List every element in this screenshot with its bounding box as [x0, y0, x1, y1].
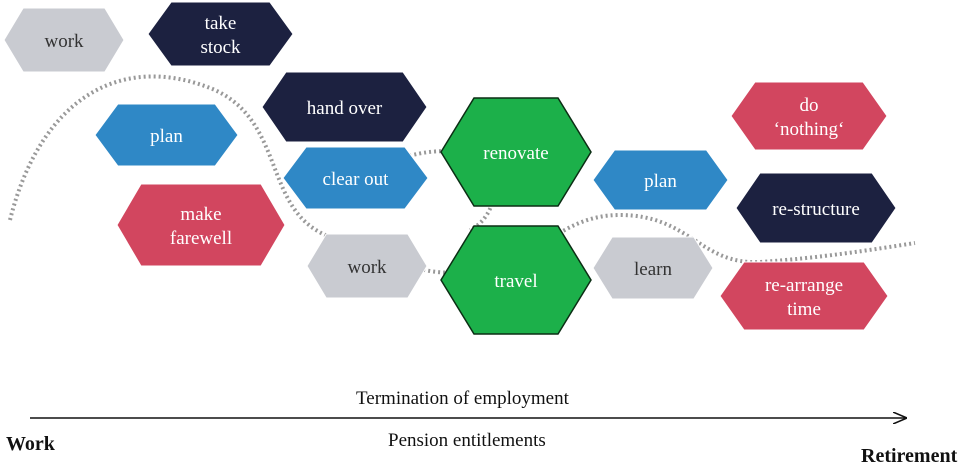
hexagon-shape-travel	[440, 225, 592, 335]
hexagon-label-hand-over: hand over	[307, 98, 383, 119]
hexagon-plan-right: plan	[592, 149, 729, 211]
hexagon-shape-do-nothing	[730, 81, 888, 151]
hexagon-shape-hand-over	[261, 71, 428, 143]
timeline-start-label: Work	[6, 433, 55, 455]
hexagon-work-top: work	[3, 7, 125, 73]
hexagon-shape-work-top	[3, 7, 125, 73]
hexagon-shape-make-farewell	[116, 183, 286, 267]
hexagon-clear-out: clear out	[282, 146, 429, 210]
hexagon-label-plan-left: plan	[150, 126, 183, 147]
hexagon-label-re-structure: re-structure	[772, 199, 860, 220]
hexagon-hand-over: hand over	[261, 71, 428, 143]
hexagon-label-re-arrange-time: re-arrange	[765, 275, 843, 296]
hexagon-label-travel: travel	[494, 271, 537, 292]
hexagon-make-farewell: make farewell	[116, 183, 286, 267]
hexagon-label-do-nothing: ‘nothing‘	[774, 119, 845, 140]
hexagon-label-work-top: work	[44, 31, 84, 52]
hexagon-do-nothing: do ‘nothing‘	[730, 81, 888, 151]
hexagon-re-structure: re-structure	[735, 172, 897, 244]
hexagon-shape-clear-out	[282, 146, 429, 210]
hexagon-take-stock: take stock	[147, 1, 294, 67]
hexagon-label-make-farewell: make	[180, 204, 221, 225]
hexagon-shape-take-stock	[147, 1, 294, 67]
hexagon-shape-plan-right	[592, 149, 729, 211]
hexagon-shape-work-mid	[306, 233, 428, 299]
hexagon-shape-renovate	[440, 97, 592, 207]
hexagon-plan-left: plan	[94, 103, 239, 167]
hexagon-label-take-stock: stock	[200, 37, 241, 58]
hexagon-label-learn: learn	[634, 259, 672, 280]
hexagon-renovate: renovate	[440, 97, 592, 207]
hexagon-label-do-nothing: do	[800, 95, 819, 116]
timeline-end-label: Retirement	[861, 445, 958, 467]
hexagon-travel: travel	[440, 225, 592, 335]
timeline-below-label: Pension entitlements	[388, 430, 546, 451]
hexagon-learn: learn	[592, 236, 714, 300]
hexagon-shape-plan-left	[94, 103, 239, 167]
hexagon-label-take-stock: take	[205, 13, 237, 34]
hexagon-shape-re-structure	[735, 172, 897, 244]
hexagon-label-re-arrange-time: time	[787, 299, 821, 320]
hexagon-label-make-farewell: farewell	[170, 228, 232, 249]
hexagon-label-plan-right: plan	[644, 171, 677, 192]
hexagon-label-clear-out: clear out	[323, 169, 390, 190]
hexagon-shape-re-arrange-time	[719, 261, 889, 331]
hexagon-work-mid: work	[306, 233, 428, 299]
hexagon-re-arrange-time: re-arrange time	[719, 261, 889, 331]
hexagon-label-renovate: renovate	[483, 143, 548, 164]
hexagon-shape-learn	[592, 236, 714, 300]
timeline-above-label: Termination of employment	[356, 388, 569, 409]
hexagon-label-work-mid: work	[347, 257, 387, 278]
